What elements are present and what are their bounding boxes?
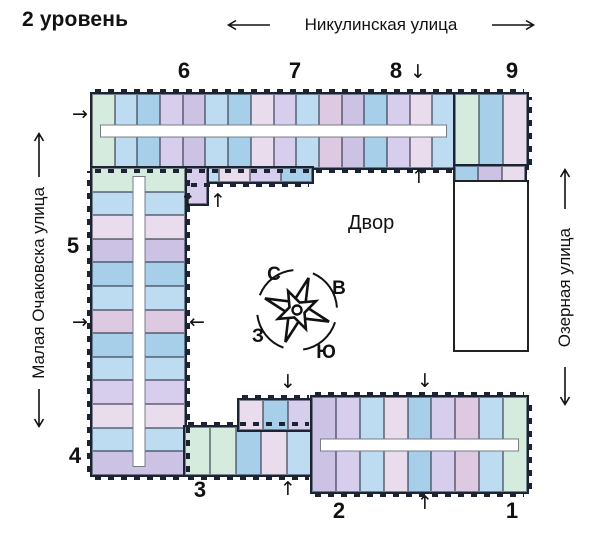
- balcony-ticks: [95, 89, 452, 93]
- street-arrow-down-icon: [33, 388, 45, 429]
- balcony-ticks: [87, 171, 91, 472]
- street-top: Никулинская улица: [225, 12, 537, 38]
- balcony-ticks: [315, 493, 524, 497]
- building-left-bar[interactable]: [87, 166, 190, 480]
- entrance-arrow-up-icon: ↑: [280, 478, 296, 500]
- balcony-ticks: [315, 392, 524, 396]
- apartment-units: [185, 427, 313, 475]
- entrance-arrow-up-icon: ↑: [417, 492, 433, 514]
- building-section-3-upper[interactable]: [237, 395, 314, 432]
- balcony-ticks: [95, 169, 452, 173]
- section-label-4: 4: [68, 443, 82, 468]
- section-label-5: 5: [66, 233, 80, 258]
- section-label-9: 9: [505, 58, 519, 83]
- compass-rose: С В З Ю: [252, 264, 346, 362]
- building-footprint-outline: [453, 180, 529, 352]
- building-top-bar[interactable]: [90, 89, 457, 173]
- courtyard-label: Двор: [348, 212, 395, 234]
- entrance-arrow-down-icon: ↓: [280, 371, 296, 393]
- entrance-arrow-up-icon: ↑: [210, 190, 226, 212]
- building-section-3[interactable]: [183, 422, 314, 480]
- building-bottom-bar[interactable]: [310, 392, 532, 497]
- compass-south-label: Ю: [316, 342, 336, 362]
- street-arrow-up-icon: [559, 167, 571, 209]
- section-label-8: 8: [389, 58, 403, 83]
- page-title: 2 уровень: [22, 8, 129, 31]
- section-label-7: 7: [288, 58, 302, 83]
- street-left: Малая Очаковска улица: [22, 130, 56, 430]
- corridor: [320, 438, 519, 451]
- street-right-label: Озерная улица: [555, 228, 574, 348]
- building-section-9[interactable]: [453, 89, 532, 170]
- balcony-ticks: [458, 89, 524, 93]
- balcony-ticks: [186, 171, 190, 472]
- apartment-units: [455, 94, 527, 168]
- compass-north-label: С: [267, 264, 281, 285]
- street-right: Озерная улица: [548, 166, 582, 408]
- corridor: [132, 176, 145, 467]
- section-label-3: 3: [193, 477, 207, 502]
- compass-center: [291, 304, 303, 316]
- street-arrow-down-icon: [559, 367, 571, 407]
- section-label-2: 2: [332, 498, 346, 523]
- street-arrow-right-icon: [491, 19, 536, 31]
- section-label-6: 6: [177, 58, 191, 83]
- compass-circle: [256, 269, 338, 351]
- balcony-ticks: [528, 97, 532, 165]
- street-top-label: Никулинская улица: [304, 15, 458, 34]
- entrance-arrow-right-icon: →: [72, 103, 88, 125]
- entrance-arrow-down-icon: ↓: [410, 61, 426, 83]
- balcony-ticks: [188, 476, 309, 480]
- compass-west-label: З: [252, 326, 264, 347]
- balcony-ticks: [242, 395, 309, 399]
- balcony-ticks: [191, 183, 309, 187]
- compass-east-label: В: [332, 278, 346, 299]
- street-left-label: Малая Очаковска улица: [29, 187, 48, 379]
- street-arrow-left-icon: [226, 19, 270, 31]
- section-label-1: 1: [505, 498, 519, 523]
- entrance-arrow-down-icon: ↓: [417, 370, 433, 392]
- balcony-ticks: [188, 422, 309, 426]
- entrance-arrow-left-icon: ←: [189, 311, 205, 333]
- balcony-ticks: [528, 400, 532, 489]
- apartment-units: [455, 166, 525, 184]
- balcony-ticks: [95, 476, 182, 480]
- entrance-arrow-right-icon: →: [72, 311, 88, 333]
- street-arrow-up-icon: [33, 131, 45, 177]
- corridor: [100, 124, 447, 138]
